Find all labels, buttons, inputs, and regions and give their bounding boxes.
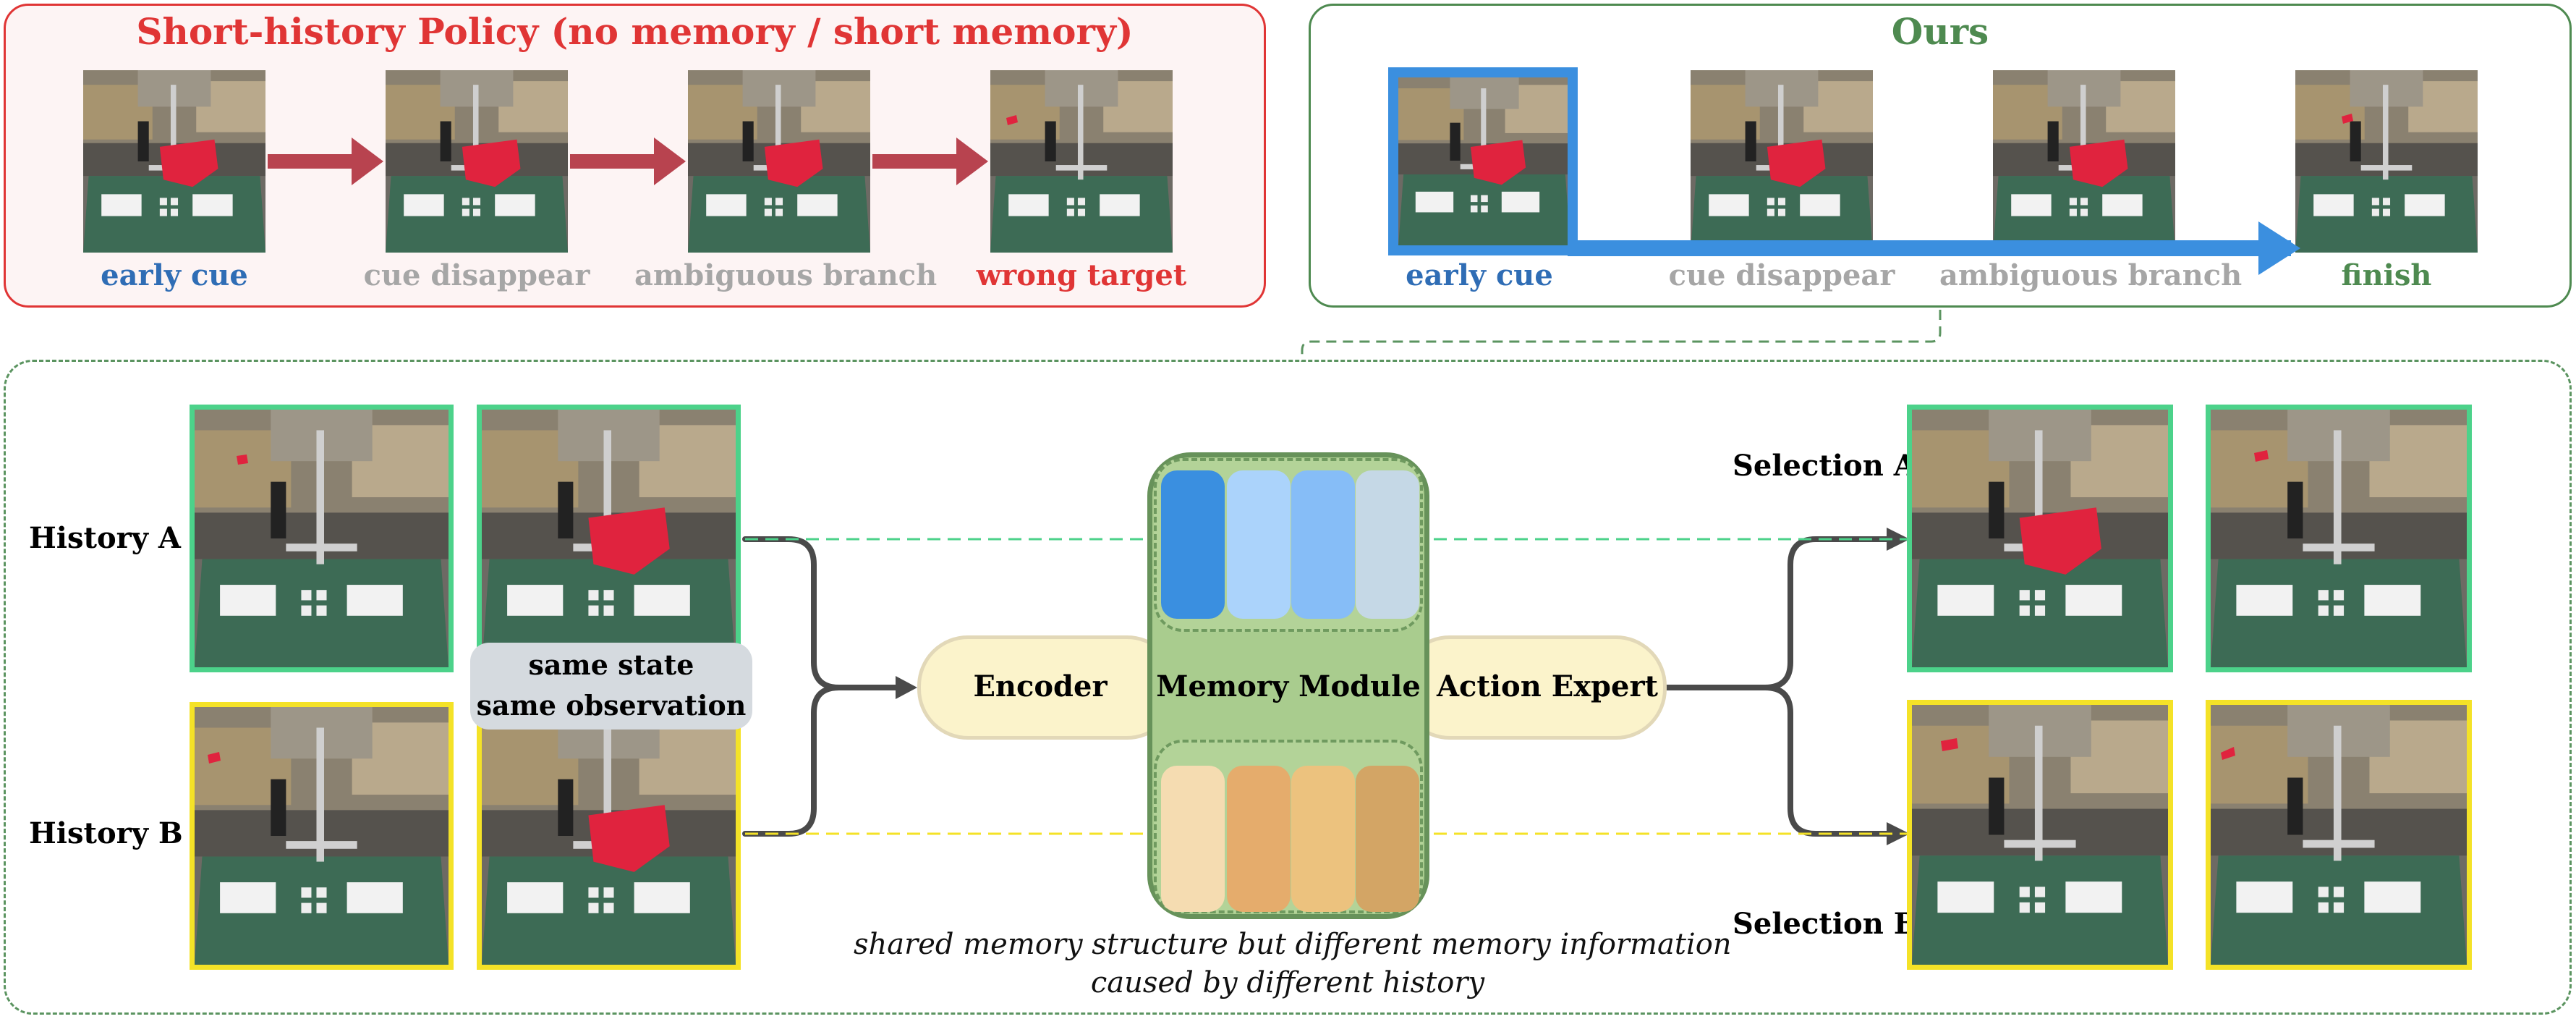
short-history-title: Short-history Policy (no memory / short … <box>136 10 1134 53</box>
short-history-caption-4: wrong target <box>976 258 1187 292</box>
memory-slot-blue-3 <box>1291 470 1355 619</box>
same-state-line2: same observation <box>476 689 747 722</box>
main-panel <box>4 360 2572 1015</box>
memory-slot-blue-1 <box>1161 470 1225 619</box>
encoder-label: Encoder <box>973 669 1108 703</box>
memory-slot-orange-2 <box>1227 766 1291 912</box>
history-a-frame-1 <box>190 405 454 672</box>
short-history-caption-3: ambiguous branch <box>634 258 938 292</box>
short-history-frame-4 <box>990 70 1173 253</box>
memory-slot-orange-4 <box>1356 766 1419 912</box>
ours-caption-1: early cue <box>1406 258 1553 292</box>
memory-note-line2: caused by different history <box>1090 966 1485 999</box>
same-state-badge <box>470 643 752 730</box>
selection-a-frame-1 <box>1907 405 2173 672</box>
selection-b-frame-2 <box>2206 700 2472 970</box>
action-expert-pill <box>1399 635 1667 740</box>
memory-note-line1: shared memory structure but different me… <box>854 928 1732 961</box>
ours-caption-3: ambiguous branch <box>1939 258 2243 292</box>
ours-caption-2: cue disappear <box>1668 258 1895 292</box>
selection-b-label: Selection B <box>1733 907 1918 941</box>
short-history-caption-2: cue disappear <box>363 258 590 292</box>
memory-slot-blue-4 <box>1356 470 1419 619</box>
history-b-frame-1 <box>190 702 454 970</box>
memory-slot-orange-3 <box>1291 766 1355 912</box>
selection-b-frame-1 <box>1907 700 2173 970</box>
selection-a-label: Selection A <box>1733 449 1916 483</box>
encoder-pill <box>917 635 1178 740</box>
history-a-label: History A <box>29 521 181 555</box>
short-history-caption-1: early cue <box>101 258 248 292</box>
ours-caption-4: finish <box>2341 258 2432 292</box>
panel-connector <box>1301 310 1942 362</box>
short-history-arrows <box>268 138 988 185</box>
same-state-line1: same state <box>528 648 694 681</box>
ours-title: Ours <box>1891 10 1989 53</box>
action-expert-label: Action Expert <box>1436 669 1659 703</box>
memory-module-label: Memory Module <box>1156 669 1421 703</box>
ours-frame-4 <box>2295 70 2478 253</box>
selection-a-frame-2 <box>2206 405 2472 672</box>
memory-slot-orange-1 <box>1161 766 1225 912</box>
ours-memory-arrow <box>1388 67 2300 275</box>
history-b-label: History B <box>29 816 183 850</box>
memory-slot-blue-2 <box>1227 470 1291 619</box>
